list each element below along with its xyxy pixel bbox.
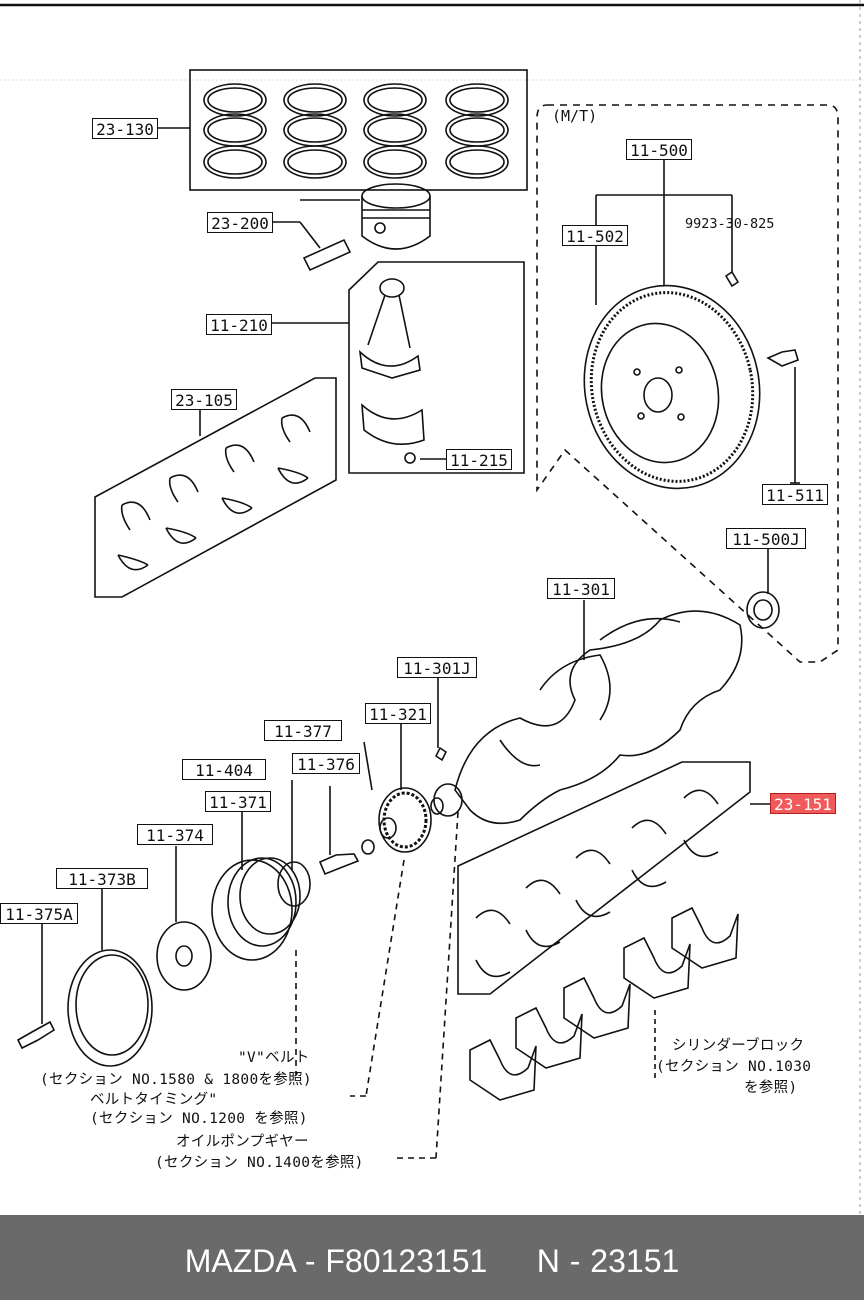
- crank-key-drawing: [434, 746, 448, 762]
- note-leaders: [295, 811, 459, 1159]
- label-damper-pulley[interactable]: 11-404: [182, 759, 266, 780]
- label-rod-nut[interactable]: 11-215: [446, 449, 512, 470]
- mt-dashed-box: [536, 104, 839, 663]
- label-rod-bearing[interactable]: 23-105: [171, 389, 237, 410]
- block-caps-drawing: [469, 906, 739, 1101]
- label-crank-pulley[interactable]: 11-373B: [56, 868, 148, 889]
- label-pilot-bearing[interactable]: 11-500J: [726, 528, 806, 549]
- mt-section-label: (M/T): [552, 107, 598, 125]
- scan-edge: [859, 0, 861, 1215]
- rod-bearing-shells: [117, 414, 311, 571]
- crankshaft-drawing: [430, 600, 743, 825]
- piston-ring-sets: [203, 83, 509, 179]
- pulley-stack-drawing: [211, 780, 311, 961]
- note-vbelt-title: "V"ベルト: [238, 1050, 310, 1066]
- label-flywheel-assy[interactable]: 11-500: [626, 139, 692, 160]
- label-flywheel-bolt[interactable]: 11-511: [762, 484, 828, 505]
- piston-rings-box: [189, 69, 528, 191]
- flywheel-drawing: [583, 160, 800, 490]
- note-block-title: シリンダーブロック: [672, 1038, 805, 1054]
- label-pulley-bolt[interactable]: 11-376: [292, 753, 360, 774]
- label-ring-gear[interactable]: 11-502: [562, 225, 628, 246]
- rod-bearings-box: [94, 377, 337, 598]
- label-crank-key[interactable]: 11-301J: [397, 657, 477, 678]
- main-bearing-shells: [475, 789, 719, 978]
- lock-bolt-drawing: [16, 922, 56, 1050]
- exploded-view-drawing: [0, 3, 864, 1159]
- pulley-bolt-drawing: [318, 786, 360, 876]
- plate-drawing: [156, 846, 212, 991]
- label-spacer[interactable]: 11-377: [264, 720, 342, 741]
- label-connecting-rod[interactable]: 11-210: [206, 314, 272, 335]
- conrod-drawing: [358, 278, 425, 464]
- footer-bar: MAZDA - F80123151 N - 23151: [0, 1215, 864, 1300]
- label-pulley-lock-bolt[interactable]: 11-375A: [0, 903, 78, 924]
- label-plate[interactable]: 11-374: [137, 824, 213, 845]
- note-timing-ref: (セクション NO.1200 を参照): [90, 1111, 308, 1127]
- footer-part-number: MAZDA - F80123151 N - 23151: [184, 1243, 680, 1279]
- label-pulley[interactable]: 11-371: [205, 791, 271, 812]
- conrod-box: [348, 261, 525, 474]
- dowel-pin-number[interactable]: 9923-30-825: [685, 216, 775, 232]
- pilot-bearing-drawing: [746, 549, 780, 629]
- note-timing-title: ベルトタイミング": [90, 1092, 218, 1108]
- note-vbelt-ref: (セクション NO.1580 & 1800を参照): [40, 1072, 312, 1088]
- label-piston[interactable]: 23-200: [207, 212, 273, 233]
- label-piston-rings[interactable]: 23-130: [92, 118, 158, 139]
- note-block-ref-end: を参照): [744, 1080, 798, 1096]
- note-oilpump-ref: (セクション NO.1400を参照): [155, 1155, 364, 1171]
- label-crankshaft[interactable]: 11-301: [547, 578, 615, 599]
- label-main-bearing[interactable]: 23-151: [770, 793, 836, 814]
- note-block-ref: (セクション NO.1030: [656, 1059, 812, 1075]
- label-timing-gear[interactable]: 11-321: [365, 703, 431, 724]
- piston-drawing: [272, 183, 431, 272]
- crank-pulley-drawing: [67, 889, 153, 1067]
- timing-gear-drawing: [361, 722, 432, 855]
- main-bearings-box: [457, 761, 751, 995]
- note-oilpump-title: オイルポンプギヤー: [176, 1134, 309, 1150]
- parts-diagram: 23-130 23-200 11-210 23-105 11-215 11-50…: [0, 0, 864, 1215]
